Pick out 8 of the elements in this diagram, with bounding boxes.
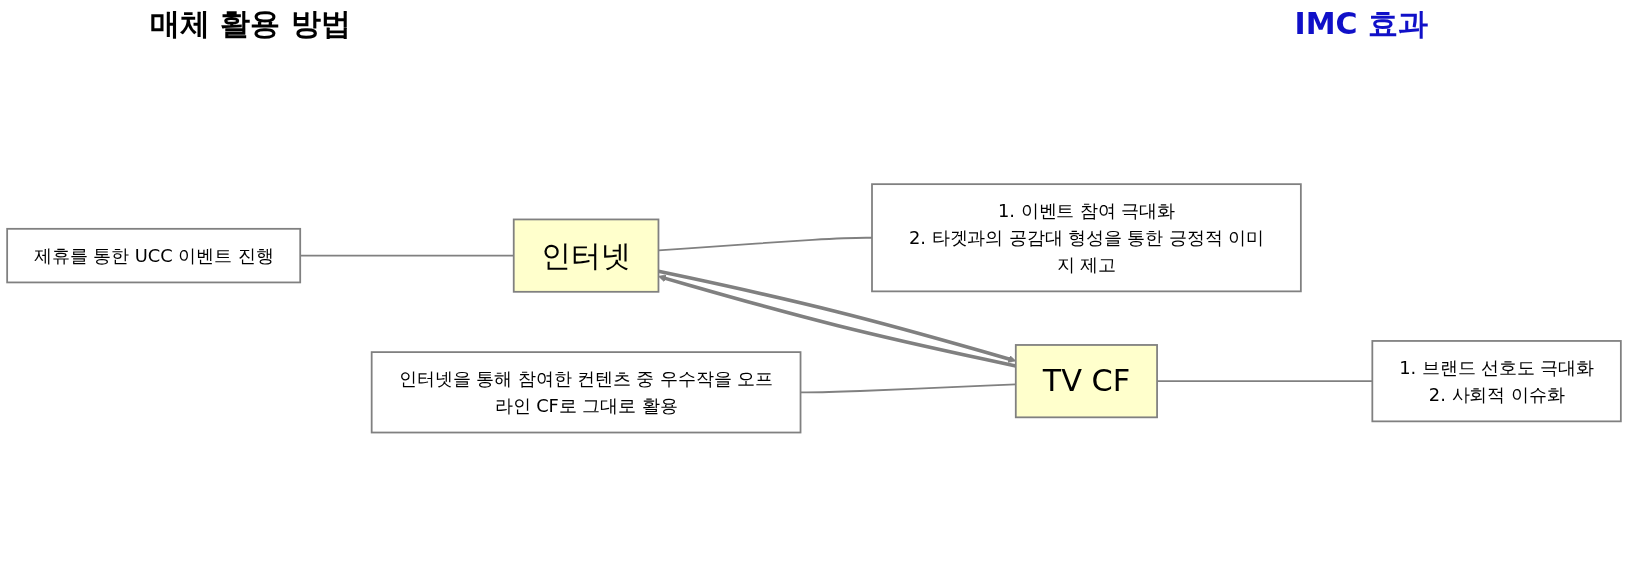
node-box: 1. 이벤트 참여 극대화 2. 타겟과의 공감대 형성을 통한 긍정적 이미지 제고: [871, 182, 1302, 292]
column-heading: 매체 활용 방법: [150, 5, 351, 43]
node-box: TV CF: [1014, 343, 1158, 418]
column-heading: IMC 효과: [1294, 5, 1428, 43]
node-box: 인터넷을 통해 참여한 컨텐츠 중 우수작을 오프라인 CF로 그대로 활용: [370, 350, 802, 434]
node-box: 인터넷: [512, 218, 660, 293]
node-box: 제휴를 통한 UCC 이벤트 진행: [6, 227, 302, 283]
node-box: 1. 브랜드 선호도 극대화 2. 사회적 이슈화: [1371, 339, 1622, 422]
